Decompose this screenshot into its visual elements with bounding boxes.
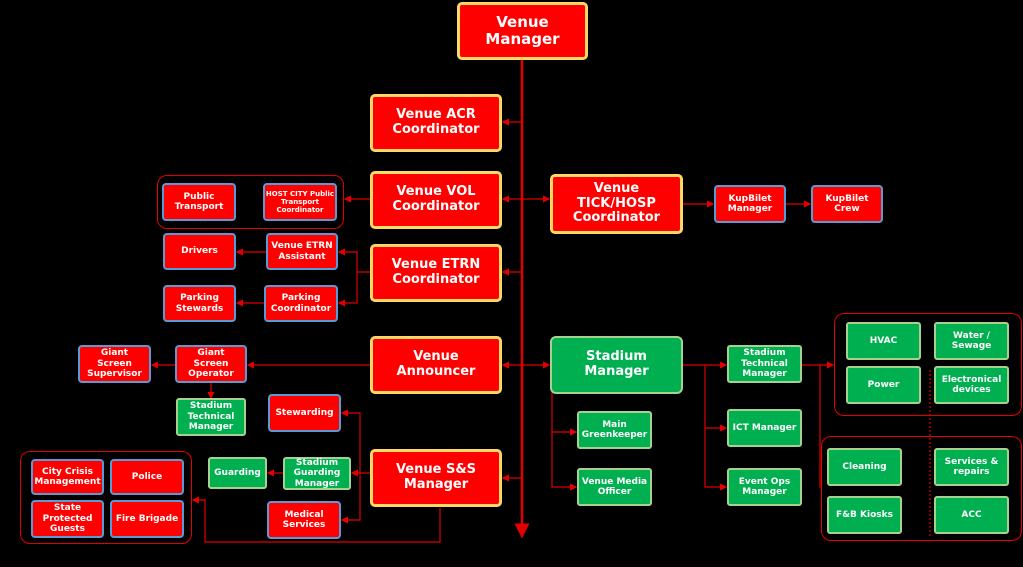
stewarding-node: Stewarding — [268, 394, 341, 432]
event-ops-manager-node: Event Ops Manager — [727, 468, 802, 506]
stadium-technical-manager-left-node: Stadium Technical Manager — [176, 398, 246, 436]
venue-ss-manager-node: Venue S&S Manager — [370, 449, 502, 507]
transport-group — [157, 175, 344, 229]
venue-manager-node: Venue Manager — [457, 2, 588, 60]
stadium-guarding-manager-node: Stadium Guarding Manager — [283, 457, 351, 490]
hvac-node: HVAC — [846, 322, 921, 360]
water-sewage-node: Water / Sewage — [934, 322, 1009, 360]
electronical-devices-node: Electronical devices — [934, 366, 1009, 404]
giant-screen-supervisor-node: Giant Screen Supervisor — [78, 345, 151, 383]
services-repairs-node: Services & repairs — [934, 448, 1009, 486]
venue-etrn-assistant-node: Venue ETRN Assistant — [266, 233, 338, 270]
main-greenkeeper-node: Main Greenkeeper — [577, 411, 652, 449]
kupbilet-manager-node: KupBilet Manager — [714, 185, 786, 223]
stadium-technical-manager-right-node: Stadium Technical Manager — [727, 345, 802, 383]
parking-coordinator-node: Parking Coordinator — [264, 285, 338, 322]
ict-manager-node: ICT Manager — [727, 409, 802, 447]
cleaning-node: Cleaning — [827, 448, 902, 486]
guarding-node: Guarding — [208, 457, 267, 489]
fb-kiosks-node: F&B Kiosks — [827, 496, 902, 534]
acc-node: ACC — [934, 496, 1009, 534]
venue-media-officer-node: Venue Media Officer — [577, 468, 652, 506]
technical-services-group — [834, 313, 1022, 416]
public-transport-node: Public Transport — [162, 183, 236, 221]
giant-screen-operator-node: Giant Screen Operator — [175, 345, 247, 383]
tick-hosp-coordinator-node: Venue TICK/HOSP Coordinator — [550, 174, 683, 234]
fire-brigade-node: Fire Brigade — [110, 500, 184, 538]
city-crisis-management-node: City Crisis Management — [31, 459, 104, 495]
medical-services-node: Medical Services — [267, 501, 341, 539]
parking-stewards-node: Parking Stewards — [163, 285, 236, 322]
emergency-services-group — [20, 451, 192, 544]
stadium-manager-node: Stadium Manager — [550, 336, 683, 394]
drivers-node: Drivers — [163, 233, 236, 270]
host-city-transport-coordinator-node: HOST CITY Public Transport Coordinator — [263, 183, 337, 221]
venue-vol-coordinator-node: Venue VOL Coordinator — [370, 171, 502, 229]
kupbilet-crew-node: KupBilet Crew — [811, 185, 883, 223]
venue-acr-coordinator-node: Venue ACR Coordinator — [370, 94, 502, 152]
state-protected-guests-node: State Protected Guests — [31, 500, 104, 538]
power-node: Power — [846, 366, 921, 404]
facility-services-group — [821, 436, 1022, 541]
police-node: Police — [110, 459, 184, 495]
venue-announcer-node: Venue Announcer — [370, 336, 502, 394]
venue-etrn-coordinator-node: Venue ETRN Coordinator — [370, 244, 502, 302]
